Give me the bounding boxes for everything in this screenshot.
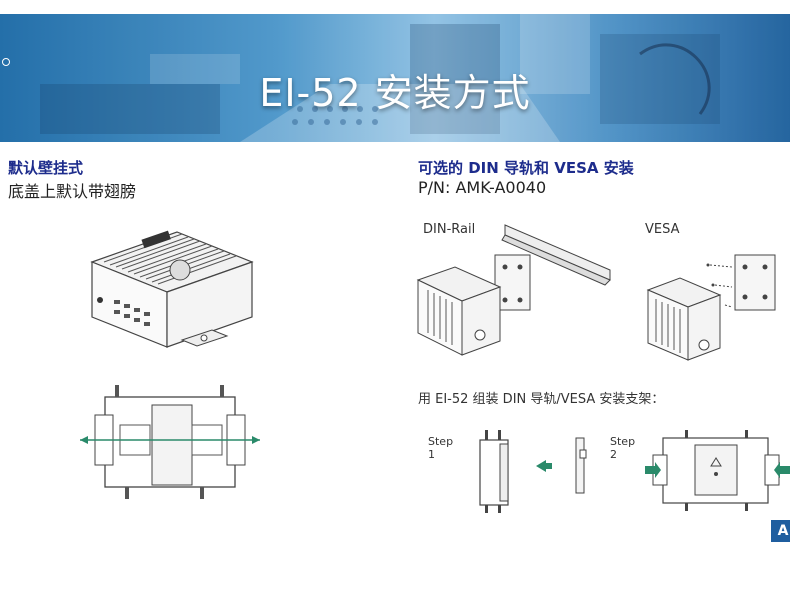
banner-title: EI-52 安装方式 xyxy=(259,71,531,115)
arrow-left-icon xyxy=(774,462,790,478)
step-1-diagram xyxy=(479,430,587,513)
step-2-number: 2 xyxy=(610,448,617,461)
page-corner-tab: A xyxy=(771,520,790,542)
factory-background-illustration xyxy=(0,14,790,142)
device-bottom-view-diagram xyxy=(80,385,260,499)
bullet-icon xyxy=(2,58,10,66)
hero-banner: EI-52 安装方式 xyxy=(0,14,790,142)
vesa-mount-image xyxy=(646,254,776,361)
din-rail-label: DIN-Rail xyxy=(423,222,476,237)
wall-mount-heading: 默认壁挂式 xyxy=(8,159,84,177)
assembly-instruction: 用 EI-52 组装 DIN 导轨/VESA 安装支架： xyxy=(418,392,665,407)
step-2-word: Step xyxy=(610,435,636,448)
part-number: P/N: AMK-A0040 xyxy=(418,178,547,197)
step-1-label: Step 1 xyxy=(428,435,453,461)
step-1-number: 1 xyxy=(428,448,435,461)
step-2-diagram xyxy=(645,430,790,511)
din-rail-mount-image xyxy=(416,224,611,356)
arrow-right-icon xyxy=(645,462,661,478)
step-1-word: Step xyxy=(428,435,454,448)
wall-mount-subheading: 底盖上默认带翅膀 xyxy=(8,182,137,201)
device-isometric-image xyxy=(90,230,254,348)
step-2-label: Step 2 xyxy=(610,435,635,461)
din-vesa-heading: 可选的 DIN 导轨和 VESA 安装 xyxy=(418,159,634,177)
arrow-left-icon xyxy=(536,460,552,472)
vesa-label: VESA xyxy=(645,222,680,237)
